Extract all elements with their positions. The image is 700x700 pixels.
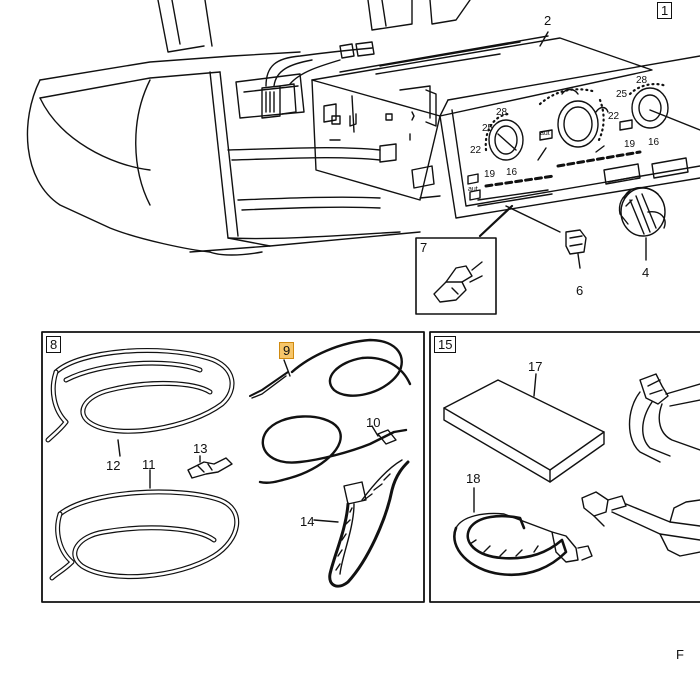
dial-right-22: 22 bbox=[608, 111, 620, 122]
dial-left-28: 28 bbox=[496, 107, 508, 118]
part-label-1: 1 bbox=[657, 2, 673, 19]
foam-pad-17 bbox=[443, 373, 605, 483]
cable-tie-18 bbox=[453, 487, 593, 577]
part-label-9: 9 bbox=[279, 342, 295, 359]
dial-left-19: 19 bbox=[484, 169, 496, 180]
part-label-7: 7 bbox=[417, 240, 431, 255]
dashboard-outline bbox=[26, 0, 471, 256]
cable-tie-14 bbox=[313, 459, 410, 588]
dial-auto-left: aut bbox=[468, 186, 478, 193]
dial-right-25: 25 bbox=[616, 89, 628, 100]
wiring-connector-harness bbox=[261, 41, 375, 119]
dial-right-19: 19 bbox=[624, 139, 636, 150]
connector-harness-right bbox=[581, 373, 700, 557]
part-label-4: 4 bbox=[642, 265, 650, 280]
part-label-14: 14 bbox=[300, 514, 315, 529]
dial-auto-center: aut bbox=[540, 130, 550, 137]
heater-control-panel bbox=[439, 55, 700, 219]
part-label-17: 17 bbox=[528, 359, 543, 374]
cable-loop-11 bbox=[49, 469, 240, 581]
dial-left-25: 25 bbox=[482, 123, 494, 134]
dial-left-16: 16 bbox=[506, 167, 518, 178]
cable-loop-12 bbox=[45, 347, 235, 457]
part-label-18: 18 bbox=[466, 471, 481, 486]
dial-right-28: 28 bbox=[636, 75, 648, 86]
part-label-15: 15 bbox=[434, 336, 457, 353]
part-label-8: 8 bbox=[46, 336, 62, 353]
retaining-clip bbox=[565, 229, 587, 255]
dial-right-16: 16 bbox=[648, 137, 660, 148]
part-label-2: 2 bbox=[544, 13, 552, 28]
part-label-6: 6 bbox=[576, 283, 584, 298]
leader-lines bbox=[478, 31, 647, 269]
corner-label: F bbox=[676, 647, 684, 662]
part-label-12: 12 bbox=[106, 458, 121, 473]
control-knob bbox=[618, 187, 666, 237]
sensor-cable-10 bbox=[258, 415, 408, 484]
sensor-cable-9 bbox=[249, 338, 412, 399]
part-label-11: 11 bbox=[142, 457, 156, 472]
bulb-detail-box bbox=[415, 237, 497, 315]
part-label-10: 10 bbox=[366, 415, 381, 430]
wiring-parts-box bbox=[41, 331, 425, 603]
part-label-13: 13 bbox=[193, 441, 208, 456]
heater-control-housing bbox=[311, 35, 653, 201]
accessories-box bbox=[429, 331, 700, 603]
dial-left-22: 22 bbox=[470, 145, 482, 156]
terminal-13 bbox=[187, 455, 233, 479]
